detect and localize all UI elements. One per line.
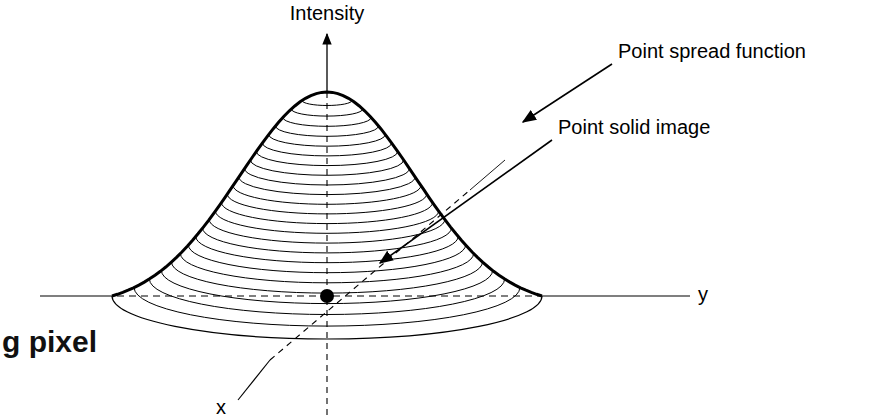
leader-line [380, 140, 552, 263]
axis-label: Intensity [290, 2, 364, 24]
callout-label: Point spread function [618, 40, 806, 62]
contour-line [161, 271, 492, 304]
axis-label: x [216, 396, 226, 418]
axis-label: y [698, 283, 708, 305]
x-axis-hidden [270, 190, 470, 360]
y-axis [540, 295, 690, 296]
intensity-axis-hidden [326, 300, 327, 415]
y-axis [40, 295, 105, 296]
contour-line [172, 262, 483, 293]
psf-fill [112, 92, 542, 339]
contour-line [134, 288, 520, 327]
psf-surface [112, 92, 542, 339]
intensity-axis [326, 34, 327, 92]
leader-line [523, 64, 612, 122]
point-image-dot [320, 289, 334, 303]
intensity-axis-hidden [326, 92, 327, 296]
slide-title-fragment: g pixel [2, 325, 97, 358]
x-axis [238, 360, 270, 400]
callout-label: Point solid image [558, 116, 710, 138]
